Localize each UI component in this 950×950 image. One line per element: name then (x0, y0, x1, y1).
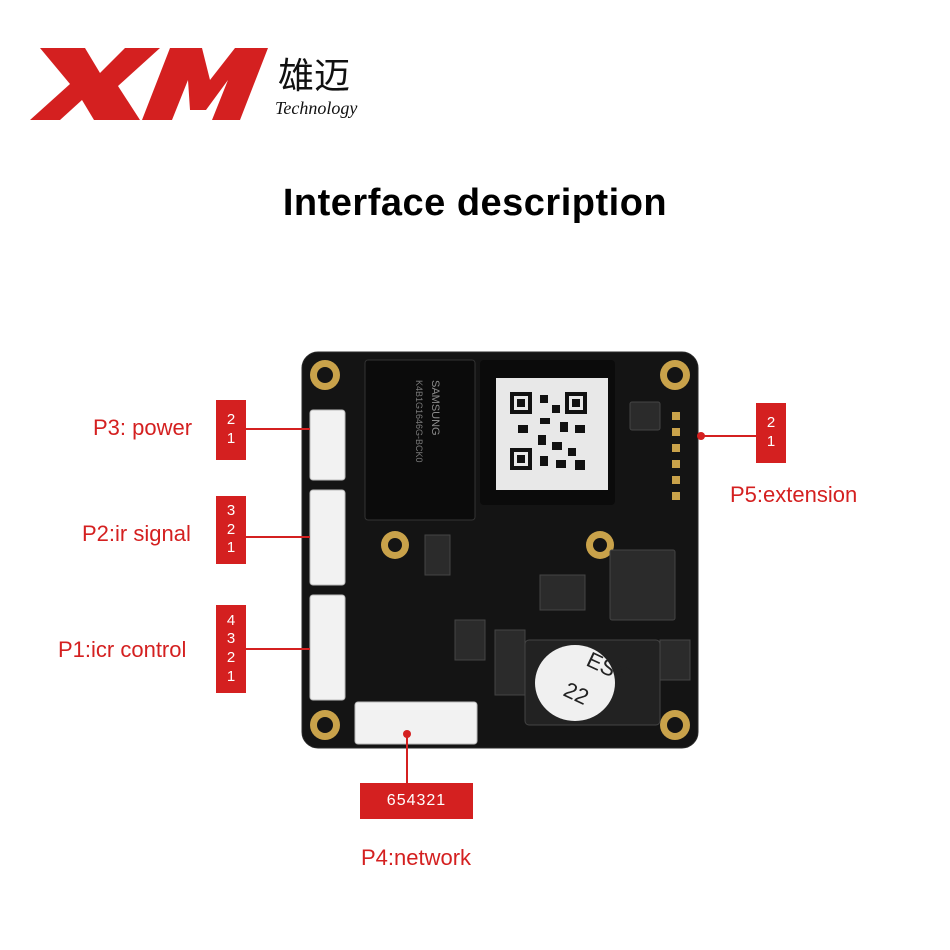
logo-chinese-text: 雄迈 (278, 56, 350, 97)
p3-pin-box: 2 1 (216, 400, 246, 460)
p2-pin-1: 1 (226, 539, 236, 557)
p2-pin-3: 3 (226, 501, 236, 519)
camera-board-image: SAMSUNG K4B1G1646G-BCK0 (301, 351, 699, 749)
p4-leader-dot (403, 730, 411, 738)
network-connector (354, 701, 478, 745)
p1-pin-4: 4 (226, 611, 236, 629)
p1-icr-control-label: P1:icr control (58, 637, 187, 662)
p2-leader-line (246, 536, 310, 538)
p5-pin-2: 2 (766, 414, 776, 432)
memory-chip-model: K4B1G1646G-BCK0 (414, 380, 424, 463)
page-title: Interface description (282, 182, 668, 224)
xm-logo-mark (30, 48, 268, 120)
p1-pin-1: 1 (226, 667, 236, 685)
p1-pin-2: 2 (226, 649, 236, 666)
p4-leader-line (406, 735, 408, 783)
p3-leader-line (246, 428, 310, 430)
p4-network-label: P4:network (361, 845, 472, 870)
p1-pin-box: 4 3 2 1 (216, 605, 246, 693)
p3-pin-1: 1 (226, 430, 236, 447)
p1-pin-3: 3 (226, 630, 236, 648)
qr-code (510, 392, 587, 470)
p1-leader-line (246, 648, 310, 650)
p3-pin-2: 2 (226, 411, 236, 429)
p2-pin-box: 3 2 1 (216, 496, 246, 564)
p5-pin-1: 1 (766, 433, 776, 450)
p4-pin-box: 654321 (360, 783, 473, 819)
p5-leader-dot (697, 432, 705, 440)
qr-label-chip (480, 360, 615, 505)
small-components (424, 401, 691, 696)
p3-power-label: P3: power (93, 415, 193, 440)
extension-header (672, 412, 680, 500)
memory-chip-brand: SAMSUNG (429, 380, 441, 436)
xm-technology-logo: 雄迈 Technology (30, 48, 357, 120)
logo-technology-text: Technology (275, 98, 357, 118)
p5-leader-line (702, 435, 758, 437)
p2-ir-signal-label: P2:ir signal (82, 521, 191, 546)
p5-pin-box: 2 1 (756, 403, 786, 463)
left-connectors (309, 409, 346, 701)
p5-extension-label: P5:extension (730, 482, 858, 507)
lens-module: EST 22 (524, 639, 661, 726)
p2-pin-2: 2 (226, 520, 236, 538)
memory-chip: SAMSUNG K4B1G1646G-BCK0 (364, 359, 476, 521)
